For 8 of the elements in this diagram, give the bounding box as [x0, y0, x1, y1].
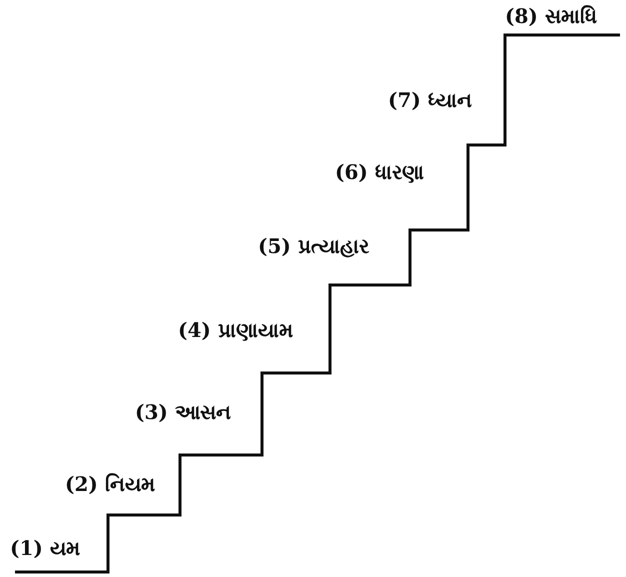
- step-label: (8) સમાધિ: [505, 4, 597, 28]
- step-label: (1) યમ: [10, 536, 80, 560]
- step-label: (6) ધારણા: [335, 160, 424, 184]
- step-label: (3) આસન: [135, 400, 231, 424]
- step-label: (4) પ્રાણાયામ: [178, 318, 293, 342]
- step-label: (2) નિયમ: [65, 472, 155, 496]
- step-label: (5) પ્રત્યાહાર: [258, 234, 369, 258]
- step-label: (7) ધ્યાન: [388, 88, 472, 112]
